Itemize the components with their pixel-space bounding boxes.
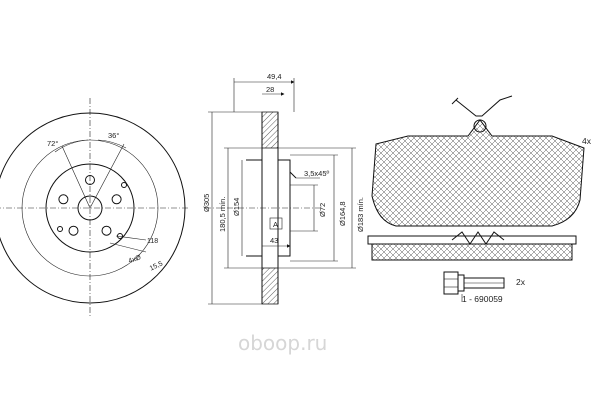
datum-a: A	[273, 220, 278, 229]
dim-angle-36: 36°	[108, 131, 119, 140]
disc-section-top	[261, 111, 279, 149]
dim-72: Ø72	[318, 203, 327, 217]
brake-pad-face	[371, 119, 585, 227]
angle-arc-72	[54, 139, 89, 153]
pad-spring-end	[451, 97, 459, 105]
dim-width-28: 28	[266, 85, 274, 94]
angle-line	[89, 143, 125, 209]
dim-angle-72: 72°	[47, 139, 58, 148]
angle-arc-36	[97, 139, 127, 149]
bolt-hole	[58, 194, 69, 205]
dim-183: Ø183 mín.	[356, 197, 365, 232]
disc-friction-inner-circle	[21, 139, 159, 277]
dim-outer-305: Ø305	[202, 194, 211, 212]
pilot-hole	[57, 226, 63, 232]
bolt-hole	[85, 175, 95, 185]
disc-section-view: 49,4 28 Ø305 180,5 mín. Ø154 3,5x45º Ø72	[202, 72, 365, 305]
hat-inner	[246, 159, 262, 257]
disc-section-bottom	[261, 267, 279, 305]
pad-backing-plate	[367, 235, 577, 245]
chamfer-line	[289, 171, 297, 179]
bolt-head	[443, 271, 459, 295]
dim-width-494: 49,4	[267, 72, 282, 81]
disc-center-bore	[77, 195, 103, 221]
dim-43: 43	[270, 236, 278, 245]
bolt-hole	[101, 225, 112, 236]
bolt-part-number: 1 - 690059	[462, 294, 503, 304]
bolt-view: 2x 1 - 690059	[443, 271, 526, 304]
dim-hole-118: 118	[147, 238, 158, 245]
disc-hub-circle	[45, 163, 135, 253]
brake-pad-view: 4x	[367, 95, 592, 261]
disc-outer-circle	[0, 112, 186, 304]
dim-154: Ø154	[232, 198, 241, 216]
dim-hub-4x: 4xØ	[128, 254, 143, 265]
pad-spring-clip	[455, 95, 513, 117]
bolt-flange	[457, 274, 465, 292]
dim-1648: Ø164,8	[338, 201, 347, 226]
pad-qty: 4x	[582, 136, 592, 146]
datum-box	[269, 217, 283, 230]
bolt-hole	[111, 194, 122, 205]
dim-min-1805: 180,5 mín.	[218, 197, 227, 232]
bolt-hole	[68, 225, 79, 236]
dim-chamfer: 3,5x45º	[304, 169, 330, 178]
watermark: oboop.ru	[238, 331, 327, 355]
angle-line	[61, 145, 91, 209]
bolt-qty: 2x	[516, 277, 526, 287]
leader-hub	[109, 242, 147, 253]
pad-friction-material	[371, 243, 573, 261]
disc-front-view: 72° 36° 118 4xØ 15,5	[0, 98, 188, 318]
pilot-hole	[121, 182, 127, 188]
leader-118	[115, 235, 147, 241]
pad-side-clip	[451, 231, 505, 245]
